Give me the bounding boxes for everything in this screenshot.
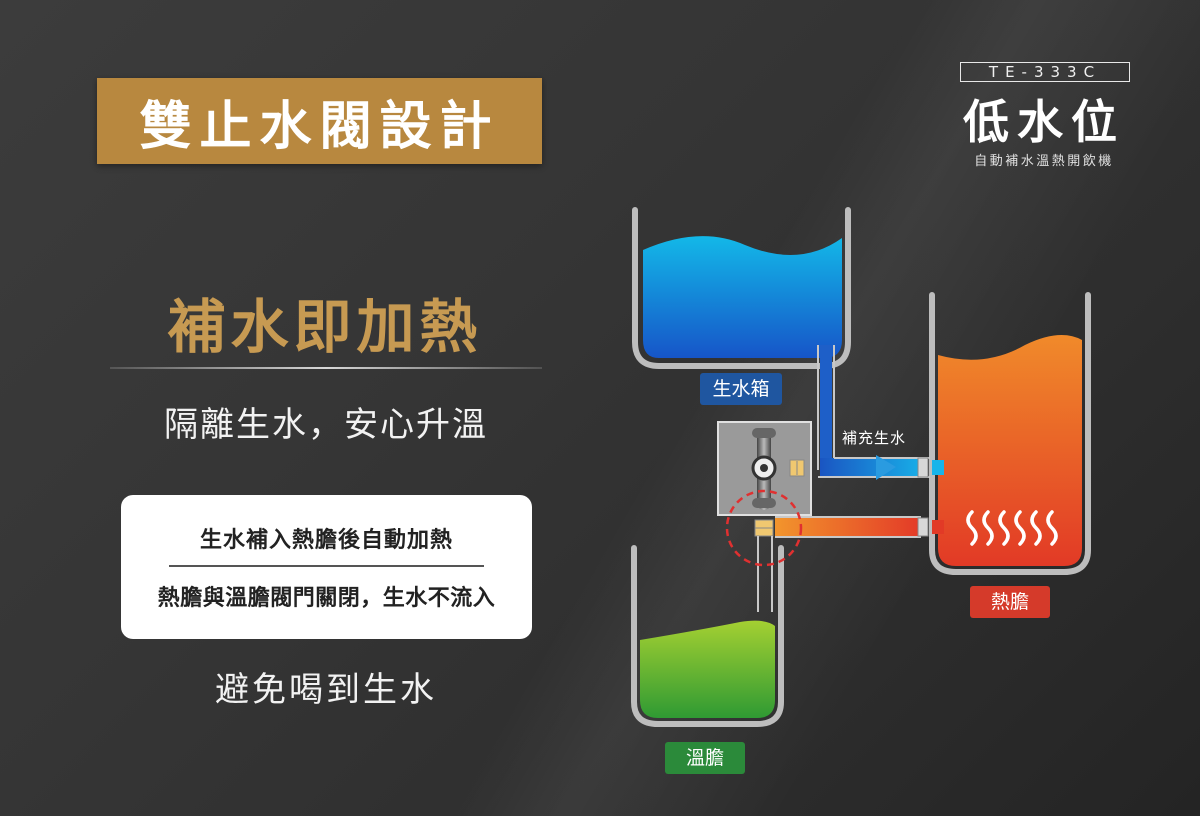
raw-down-pipe xyxy=(817,345,835,470)
flow-arrow-icon xyxy=(876,455,896,480)
headline: 補水即加熱 xyxy=(167,293,483,361)
banner-title: 雙止水閥設計 xyxy=(139,96,500,157)
card-line-1: 生水補入熱膽後自動加熱 xyxy=(199,528,453,553)
footer-text: 避免喝到生水 xyxy=(215,670,437,710)
raw-water-fill xyxy=(643,236,842,358)
warm-tank-wall xyxy=(631,545,784,727)
card-line-2: 熱膽與溫膽閥門關閉，生水不流入 xyxy=(157,586,496,611)
refill-pipe xyxy=(818,455,944,480)
hot-tank xyxy=(929,292,1091,575)
warm-tank xyxy=(631,545,784,727)
closed-valve-highlight xyxy=(725,489,803,567)
hot-water-fill xyxy=(938,335,1082,566)
hot-tank-wall xyxy=(929,292,1091,575)
refill-flow-label: 補充生水 xyxy=(842,429,907,447)
model-name: 低水位 xyxy=(963,95,1125,149)
raw-tank-wall xyxy=(632,207,851,369)
model-code: TE-333C xyxy=(988,63,1102,81)
card-divider xyxy=(169,565,484,567)
hot-tank-label: 熱膽 xyxy=(970,586,1050,618)
model-subtitle: 自動補水溫熱開飲機 xyxy=(974,154,1114,169)
hot-feed-pipe xyxy=(754,516,944,538)
model-code-box: TE-333C xyxy=(960,62,1130,82)
warm-tank-label: 溫膽 xyxy=(665,742,745,774)
valve-housing xyxy=(717,421,812,516)
heat-waves-icon xyxy=(966,510,1058,546)
raw-water-tank-label: 生水箱 xyxy=(700,373,782,405)
subheadline: 隔離生水，安心升溫 xyxy=(164,405,488,445)
headline-divider xyxy=(110,367,542,369)
warm-water-fill xyxy=(640,620,775,718)
title-banner: 雙止水閥設計 xyxy=(97,78,542,164)
warm-down-pipe xyxy=(757,536,773,612)
info-card: 生水補入熱膽後自動加熱 熱膽與溫膽閥門關閉，生水不流入 xyxy=(121,495,532,639)
raw-water-tank xyxy=(632,207,851,369)
